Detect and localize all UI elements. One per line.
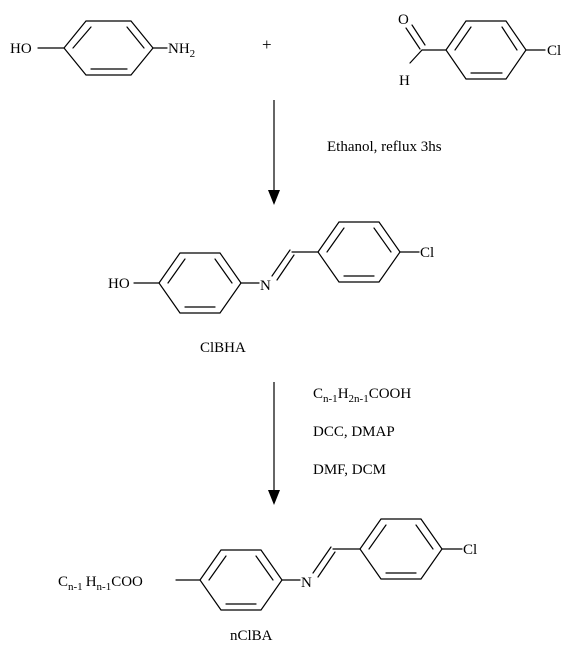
carbonyl-double-bond <box>411 24 426 46</box>
imine-double-bond <box>312 546 332 574</box>
ring-double-bond <box>167 258 186 284</box>
arrowhead <box>268 190 280 205</box>
step2-reagent: Cn-1H2n-1COOH <box>313 386 411 405</box>
clbha-structure: HO N Cl <box>108 221 434 314</box>
benzene-ring <box>158 252 242 314</box>
ring-double-bond <box>415 524 434 550</box>
product-name: nClBA <box>230 628 273 644</box>
ring-double-bond <box>255 555 274 581</box>
plus-sign: + <box>262 35 272 54</box>
step2-solvents: DMF, DCM <box>313 462 386 478</box>
step2-catalysts: DCC, DMAP <box>313 424 395 440</box>
ring-double-bond <box>72 26 92 49</box>
aldehyde-h-label: H <box>399 73 410 89</box>
intermediate-name: ClBHA <box>200 340 246 356</box>
chlorobenzaldehyde-structure: O H Cl <box>398 12 561 89</box>
nitrogen-label: N <box>260 278 271 294</box>
benzene-ring <box>317 221 401 283</box>
ring-double-bond <box>501 26 518 51</box>
aminophenol-structure: HO NH2 <box>10 20 195 76</box>
ring-double-bond <box>368 524 387 550</box>
ring-double-bond <box>326 227 345 253</box>
arrowhead <box>268 490 280 505</box>
ring-double-bond <box>454 26 472 51</box>
imine-double-bond <box>276 254 295 281</box>
ring-double-bond <box>126 26 145 49</box>
ring-double-bond <box>214 258 233 284</box>
benzene-ring <box>445 20 527 80</box>
nitrogen-label: N <box>301 575 312 591</box>
benzene-ring <box>199 549 283 611</box>
step1-conditions: Ethanol, reflux 3hs <box>327 139 442 155</box>
hydroxyl-label: HO <box>108 276 130 292</box>
chlorine-label: Cl <box>463 542 477 558</box>
aldehyde-h-bond <box>409 49 423 64</box>
imine-double-bond <box>271 249 291 277</box>
reaction-arrow-step1 <box>268 100 280 205</box>
chlorine-label: Cl <box>547 43 561 59</box>
amine-label: NH2 <box>168 41 195 60</box>
carbonyl-double-bond <box>405 27 421 50</box>
imine-double-bond <box>317 551 336 578</box>
reaction-arrow-step2 <box>268 382 280 505</box>
chlorine-label: Cl <box>420 245 434 261</box>
benzene-ring <box>63 20 154 76</box>
ring-double-bond <box>373 227 392 253</box>
hydroxyl-label: HO <box>10 41 32 57</box>
ring-double-bond <box>208 555 227 581</box>
oxygen-label: O <box>398 12 409 28</box>
benzene-ring <box>359 518 443 580</box>
